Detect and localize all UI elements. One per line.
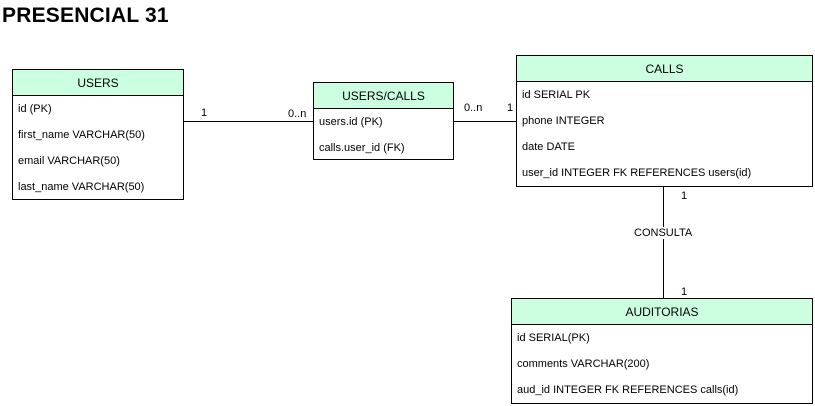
entity-users-field: email VARCHAR(50): [18, 155, 120, 167]
entity-users-field: last_name VARCHAR(50): [18, 181, 145, 193]
entity-users-field: first_name VARCHAR(50): [18, 129, 145, 141]
cardinality-calls-bottom: 1: [681, 190, 688, 202]
entity-users-calls[interactable]: USERS/CALLS users.id (PK) calls.user_id …: [313, 82, 454, 160]
entity-users-calls-header: USERS/CALLS: [314, 83, 453, 109]
entity-auditorias-field: aud_id INTEGER FK REFERENCES calls(id): [517, 384, 739, 396]
entity-users-header: USERS: [13, 70, 183, 96]
entity-calls-field: id SERIAL PK: [522, 89, 591, 101]
entity-users-field: id (PK): [18, 103, 52, 115]
entity-calls-field: phone INTEGER: [522, 115, 605, 127]
cardinality-userscalls-left: 0..n: [288, 108, 307, 120]
cardinality-users-side: 1: [201, 107, 208, 119]
entity-auditorias[interactable]: AUDITORIAS id SERIAL(PK) comments VARCHA…: [511, 298, 813, 404]
entity-auditorias-field: comments VARCHAR(200): [517, 358, 650, 370]
entity-users-calls-field: calls.user_id (FK): [319, 142, 405, 154]
entity-users[interactable]: USERS id (PK) first_name VARCHAR(50) ema…: [12, 69, 184, 200]
entity-auditorias-header: AUDITORIAS: [512, 299, 812, 325]
entity-calls-header: CALLS: [517, 56, 812, 82]
page-title: PRESENCIAL 31: [2, 4, 169, 27]
entity-calls-field: user_id INTEGER FK REFERENCES users(id): [522, 167, 752, 179]
entity-auditorias-field: id SERIAL(PK): [517, 332, 590, 344]
entity-calls[interactable]: CALLS id SERIAL PK phone INTEGER date DA…: [516, 55, 813, 187]
cardinality-userscalls-right: 0..n: [464, 102, 483, 114]
cardinality-auditorias-top: 1: [681, 286, 688, 298]
entity-calls-field: date DATE: [522, 141, 575, 153]
entity-users-calls-field: users.id (PK): [319, 116, 383, 128]
relationship-label-consulta: CONSULTA: [632, 227, 695, 239]
cardinality-calls-left: 1: [507, 102, 514, 114]
